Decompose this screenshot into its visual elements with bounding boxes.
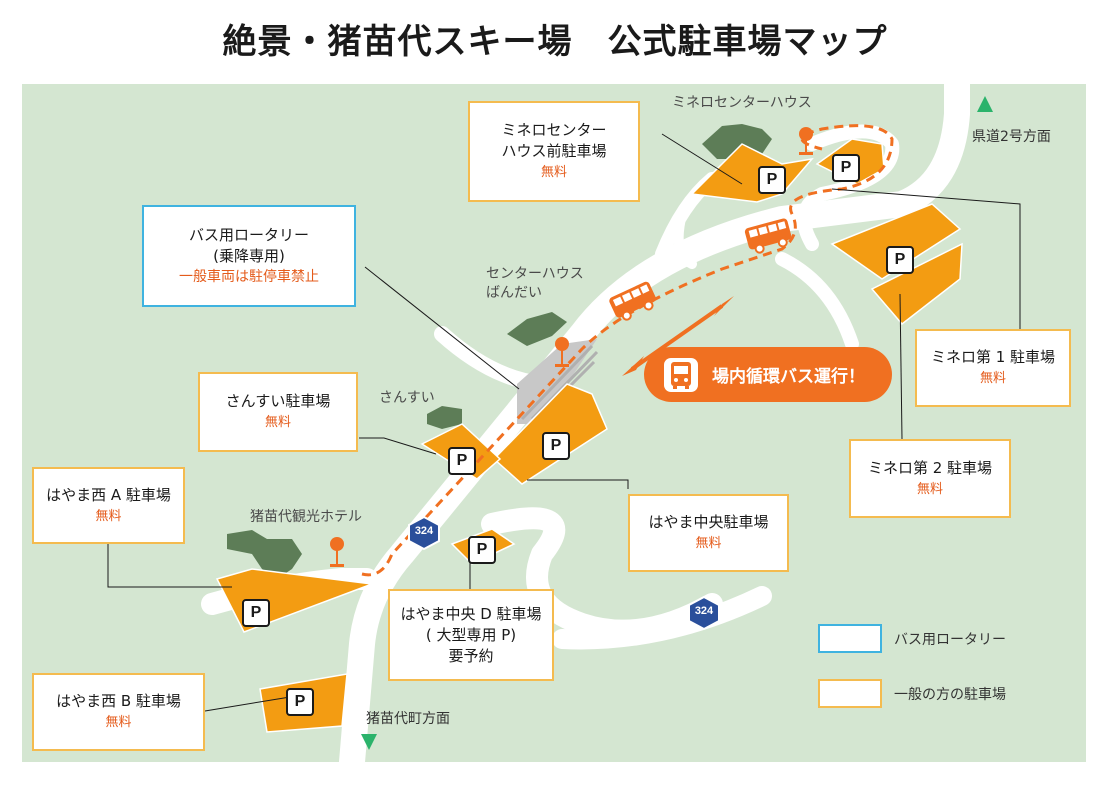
- map-area: ミネロセンターハウス センターハウス ばんだい さんすい 猪苗代観光ホテル 県道…: [22, 84, 1086, 762]
- legend-rotary-swatch: [818, 624, 882, 653]
- callout-mineiro-1: ミネロ第 1 駐車場 無料: [915, 329, 1071, 407]
- callout-hayama-chuo: はやま中央駐車場 無料: [628, 494, 789, 572]
- parking-marker: P: [886, 246, 914, 274]
- north-arrow-icon: [977, 96, 993, 112]
- callout-hayama-nishi-a: はやま西 A 駐車場 無料: [32, 467, 185, 544]
- label-sansui: さんすい: [379, 390, 435, 406]
- bus-route: [361, 124, 894, 577]
- direction-south-label: 猪苗代町方面: [366, 711, 450, 727]
- callout-line: ( 大型専用 P): [425, 625, 517, 644]
- callout-line: ミネロ第 2 駐車場: [867, 458, 993, 477]
- callout-line: さんすい駐車場: [225, 392, 331, 410]
- south-arrow-icon: [361, 734, 377, 750]
- callout-line: ハウス前駐車場: [501, 142, 607, 160]
- callout-line: (乗降専用): [213, 246, 285, 265]
- callout-line: 要予約: [448, 646, 494, 665]
- label-center-house-bandai-1: センターハウス: [486, 266, 584, 282]
- pin-kanko-hotel: [330, 537, 344, 567]
- callout-line: はやま西 A 駐車場: [46, 485, 171, 504]
- callout-sansui-parking: さんすい駐車場 無料: [198, 372, 358, 452]
- label-kanko-hotel: 猪苗代観光ホテル: [250, 509, 362, 525]
- label-center-house-bandai-2: ばんだい: [486, 285, 542, 301]
- pin-center-house-bandai: [555, 337, 569, 367]
- callout-line: はやま中央駐車場: [648, 513, 769, 531]
- parking-marker: P: [286, 688, 314, 716]
- parking-marker: P: [542, 432, 570, 460]
- direction-north-label: 県道2号方面: [972, 129, 1051, 145]
- legend-rotary-label: バス用ロータリー: [894, 632, 1006, 648]
- callout-fee: 無料: [264, 415, 291, 430]
- parking-marker: P: [242, 599, 270, 627]
- callout-line: バス用ロータリー: [188, 225, 309, 244]
- callout-fee: 無料: [979, 371, 1006, 386]
- label-mineiro-center-house: ミネロセンターハウス: [672, 95, 812, 111]
- route-number: 324: [694, 605, 714, 617]
- route-324-badge: 324: [407, 516, 441, 550]
- kanko-hotel-building: [227, 530, 302, 579]
- parking-marker: P: [448, 447, 476, 475]
- callout-fee: 無料: [695, 536, 722, 551]
- callout-leader-lines: [107, 133, 1021, 712]
- callout-line: ミネロセンター: [501, 121, 607, 139]
- parking-marker: P: [468, 536, 496, 564]
- bus-banner-label: 場内循環バス運行！: [712, 367, 865, 387]
- buildings: [227, 124, 772, 579]
- callout-fee: 無料: [95, 508, 122, 524]
- bus-icon-upper: [744, 218, 792, 254]
- route-number: 324: [414, 525, 434, 537]
- location-pins: [330, 127, 813, 567]
- parking-marker: P: [758, 166, 786, 194]
- map-canvas: [107, 84, 1086, 762]
- callout-hayama-chuo-d: はやま中央 D 駐車場 ( 大型専用 P) 要予約: [388, 589, 554, 681]
- bus-icon-lower: [609, 281, 656, 321]
- callout-line: はやま中央 D 駐車場: [400, 604, 542, 623]
- route-324-badge: 324: [687, 596, 721, 630]
- lot-mineiro-1: [830, 203, 962, 280]
- bus-direction-arrows: [622, 296, 734, 376]
- legend-parking-label: 一般の方の駐車場: [894, 687, 1006, 703]
- callout-hayama-nishi-b: はやま西 B 駐車場 無料: [32, 673, 205, 751]
- map-bus-icons: [609, 218, 792, 321]
- shuttle-bus-banner: 場内循環バス運行！: [644, 347, 892, 402]
- callout-line: はやま西 B 駐車場: [56, 692, 181, 710]
- callout-fee: 無料: [105, 715, 132, 730]
- sansui-building: [427, 406, 462, 429]
- parking-marker: P: [832, 154, 860, 182]
- callout-line: ミネロ第 1 駐車場: [930, 348, 1056, 366]
- legend-parking-swatch: [818, 679, 882, 708]
- callout-mineiro-center-parking: ミネロセンター ハウス前駐車場 無料: [468, 101, 640, 202]
- map-title: 絶景・猪苗代スキー場 公式駐車場マップ: [222, 22, 888, 62]
- pin-mineiro-center-house: [799, 127, 813, 155]
- callout-fee: 無料: [540, 165, 567, 180]
- center-house-bandai-building: [507, 312, 567, 346]
- callout-bus-rotary: バス用ロータリー (乗降専用) 一般車両は駐停車禁止: [142, 205, 356, 307]
- callout-note: 一般車両は駐停車禁止: [179, 268, 319, 285]
- bus-icon: [664, 357, 698, 392]
- callout-fee: 無料: [916, 481, 943, 497]
- callout-mineiro-2: ミネロ第 2 駐車場 無料: [849, 439, 1011, 518]
- lot-mineiro-2: [870, 242, 963, 326]
